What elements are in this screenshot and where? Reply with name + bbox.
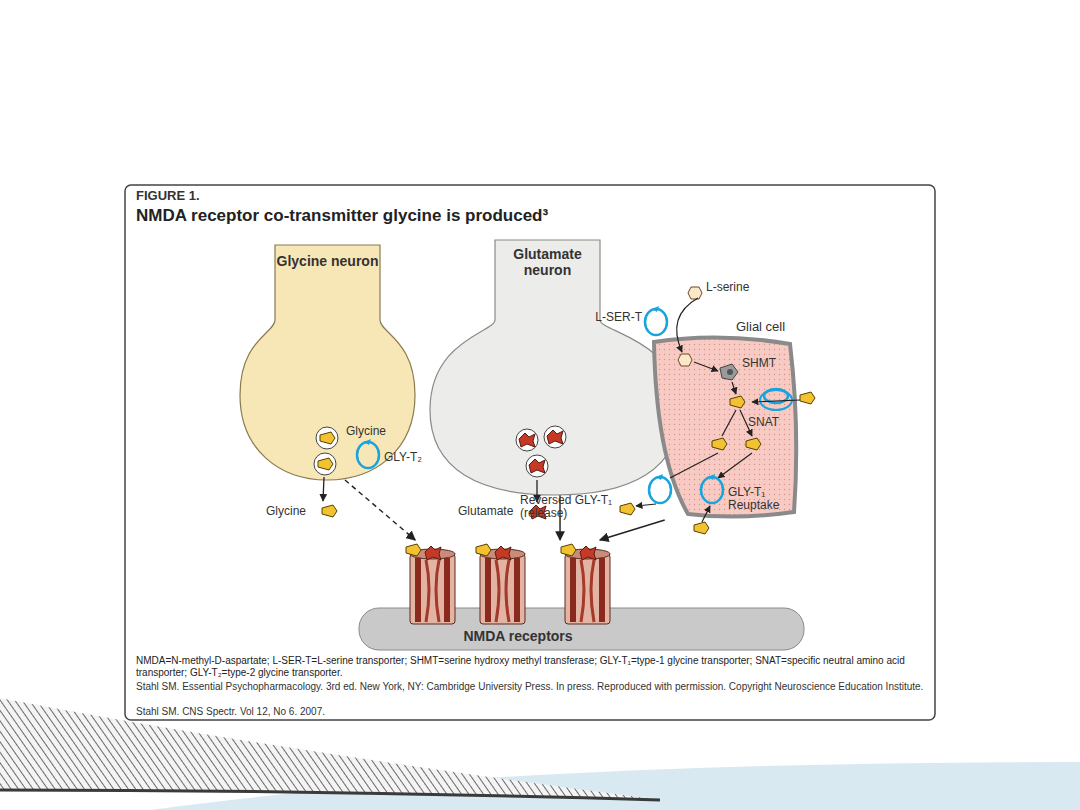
molecule-label: Glycine xyxy=(346,425,386,439)
molecule-label: L-serine xyxy=(706,281,749,295)
glycine-molecule xyxy=(694,522,709,534)
figure-number: FIGURE 1. xyxy=(136,189,200,204)
neuron-shape: Glycine neuron xyxy=(240,245,415,480)
receptor-membrane: NMDA receptors xyxy=(358,540,805,652)
serine-molecule xyxy=(688,287,702,299)
node-label: Glial cell xyxy=(736,320,800,335)
transporter-label: GLY-T₁ Reuptake xyxy=(728,486,790,512)
molecule-label: Glycine xyxy=(266,505,306,519)
molecule-label: Glutamate xyxy=(458,505,513,519)
transporter-label: Reversed GLY-T₁ (release) xyxy=(520,494,616,520)
figure-title: NMDA receptor co-transmitter glycine is … xyxy=(136,206,926,226)
figure-frame xyxy=(125,185,935,720)
slide-line xyxy=(0,790,660,800)
release-arrow xyxy=(600,520,665,540)
node-label: Glutamate neuron xyxy=(495,246,600,278)
abbreviation-note: NMDA=N-methyl-D-aspartate; L-SER-T=L-ser… xyxy=(136,655,926,679)
enzyme-label: SHMT xyxy=(742,357,776,371)
release-arrow xyxy=(345,480,415,540)
transporter-label: SNAT xyxy=(748,416,779,430)
node-label: Glycine neuron xyxy=(275,253,380,269)
source-note: Stahl SM. CNS Spectr. Vol 12, No 6. 2007… xyxy=(136,706,926,718)
source-note: Stahl SM. Essential Psychopharmacology. … xyxy=(136,681,926,693)
glycine-molecule xyxy=(322,505,337,517)
neuron-shape: Glutamate neuron xyxy=(430,240,680,495)
glycine-molecule xyxy=(620,503,635,515)
glial-cell-shape: Glial cell xyxy=(648,308,800,520)
transporter-label: GLY-T₂ xyxy=(384,451,422,465)
transporter-label: L-SER-T xyxy=(560,311,642,325)
node-label: NMDA receptors xyxy=(458,628,578,644)
